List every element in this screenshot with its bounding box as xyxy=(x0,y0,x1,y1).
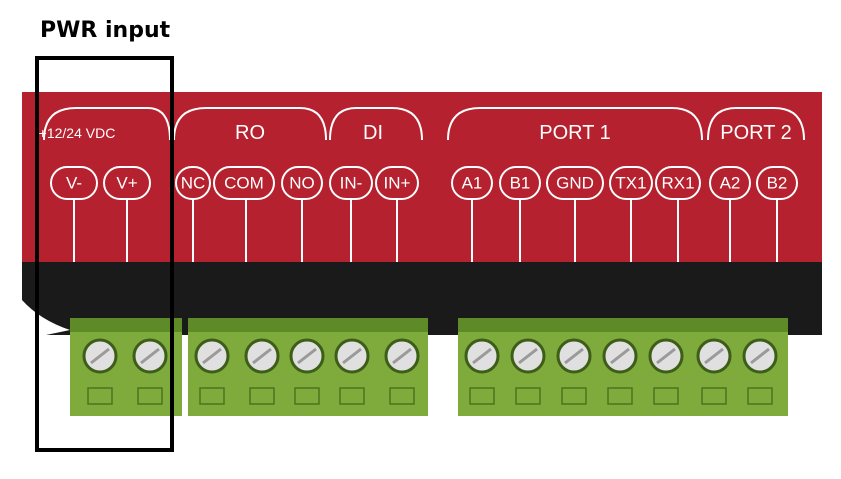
group-label-di: DI xyxy=(363,122,383,144)
housing-curve xyxy=(22,300,70,340)
pin-label-in-plus: IN+ xyxy=(384,174,411,193)
wire-entry-slot xyxy=(747,387,773,405)
screw-slot xyxy=(90,347,110,365)
screw-slot xyxy=(704,347,724,365)
screw-slot xyxy=(202,347,222,365)
pin-label-com: COM xyxy=(224,174,264,193)
screw-slot xyxy=(750,347,770,365)
wire-entry-slot xyxy=(294,387,320,405)
screw-slot xyxy=(656,347,676,365)
label-panel xyxy=(22,92,822,262)
group-outline-port2 xyxy=(707,107,805,141)
group-label-power: +12/24 VDC xyxy=(39,125,116,141)
pwr-input-highlight-box xyxy=(35,56,174,452)
pin-label-no: NO xyxy=(289,174,315,193)
group-label-port2: PORT 2 xyxy=(720,122,792,144)
group-outline-di xyxy=(329,107,423,141)
group-label-port1: PORT 1 xyxy=(539,122,611,144)
wire-entry-slot xyxy=(199,387,225,405)
pin-label-v-minus: V- xyxy=(66,174,82,193)
pin-label-a2: A2 xyxy=(720,174,741,193)
terminal-block-shadow xyxy=(458,318,788,332)
pin-label-gnd: GND xyxy=(556,174,594,193)
pin-bubble-com xyxy=(213,166,275,200)
wire-entry-slot xyxy=(701,387,727,405)
screw-slot xyxy=(297,347,317,365)
wire-entry-slot xyxy=(137,387,163,405)
group-outline-port1 xyxy=(447,107,703,141)
pin-label-tx1: TX1 xyxy=(615,174,646,193)
screw-slot xyxy=(472,347,492,365)
wire-entry-slot xyxy=(389,387,415,405)
group-outline-power xyxy=(43,107,171,141)
pin-label-in-minus: IN- xyxy=(340,174,363,193)
screw-slot xyxy=(564,347,584,365)
wire-entry-slot xyxy=(469,387,495,405)
screw-slot xyxy=(140,347,160,365)
black-housing xyxy=(22,262,822,335)
wire-entry-slot xyxy=(561,387,587,405)
pin-label-b1: B1 xyxy=(510,174,531,193)
wire-entry-slot xyxy=(339,387,365,405)
pin-label-v-plus: V+ xyxy=(116,174,137,193)
wire-entry-slot xyxy=(607,387,633,405)
screw-slot xyxy=(610,347,630,365)
terminal-block-shadow xyxy=(70,318,182,332)
pwr-input-callout-title: PWR input xyxy=(40,18,171,43)
screw-slot xyxy=(252,347,272,365)
pin-label-b2: B2 xyxy=(767,174,788,193)
wire-entry-slot xyxy=(515,387,541,405)
wire-entry-slot xyxy=(87,387,113,405)
screw-slot xyxy=(392,347,412,365)
group-outline-ro xyxy=(173,107,327,141)
wire-entry-slot xyxy=(653,387,679,405)
wire-entry-slot xyxy=(249,387,275,405)
pin-label-rx1: RX1 xyxy=(661,174,694,193)
pin-label-a1: A1 xyxy=(462,174,483,193)
screw-slot xyxy=(518,347,538,365)
terminal-block-shadow xyxy=(188,318,428,332)
group-label-ro: RO xyxy=(235,122,265,144)
pin-label-nc: NC xyxy=(181,174,206,193)
screw-slot xyxy=(342,347,362,365)
